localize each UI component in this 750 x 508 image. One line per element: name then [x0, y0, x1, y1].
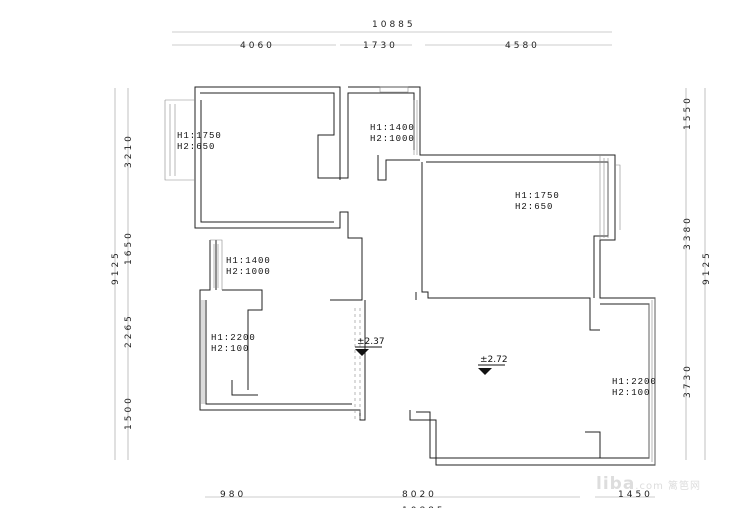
dim-top-3: 4580 [505, 41, 540, 51]
dim-left-2: 1650 [124, 230, 134, 265]
level-marker-1: ±2.37 [355, 337, 385, 356]
dim-left-4: 1500 [124, 395, 134, 430]
dim-bottom-total: 10885 [402, 506, 446, 508]
room-5-h1: H1:2200 [211, 333, 256, 343]
dim-bottom-1: 980 [220, 490, 246, 500]
level-triangle-icon [355, 349, 369, 356]
room-2-h1: H1:1400 [370, 123, 415, 133]
level-marker-2: ±2.72 [478, 355, 508, 375]
dim-bottom-3: 1450 [618, 490, 653, 500]
level-triangle-icon [478, 368, 492, 375]
level-text-2: ±2.72 [480, 355, 508, 365]
room-5-h2: H2:100 [211, 344, 249, 354]
room-1-h1: H1:1750 [177, 131, 222, 141]
room-3-h2: H2:650 [515, 202, 553, 212]
watermark-logo: liba.com 篱笆网 [596, 474, 702, 494]
dim-right-3: 3730 [683, 363, 693, 398]
room-1-h2: H2:650 [177, 142, 215, 152]
dim-right-2: 3380 [683, 215, 693, 250]
dim-left-1: 3210 [124, 133, 134, 168]
room-4-h1: H1:1400 [226, 256, 271, 266]
room-3-h1: H1:1750 [515, 191, 560, 201]
dim-top-2: 1730 [363, 41, 398, 51]
room-6-h1: H1:2200 [612, 377, 657, 387]
windows [164, 86, 656, 465]
level-text-1: ±2.37 [357, 337, 385, 347]
dim-left-total: 9125 [111, 250, 121, 285]
room-4-h2: H2:1000 [226, 267, 271, 277]
room-6-h2: H2:100 [612, 388, 650, 398]
dim-right-1: 1550 [683, 95, 693, 130]
dim-right-total: 9125 [702, 250, 712, 285]
dim-top-total: 10885 [372, 20, 416, 30]
dimension-lines [114, 31, 706, 498]
dim-bottom-2: 8020 [402, 490, 437, 500]
walls [194, 86, 656, 466]
dim-top-1: 4060 [240, 41, 275, 51]
dim-left-3: 2265 [124, 313, 134, 348]
room-2-h2: H2:1000 [370, 134, 415, 144]
